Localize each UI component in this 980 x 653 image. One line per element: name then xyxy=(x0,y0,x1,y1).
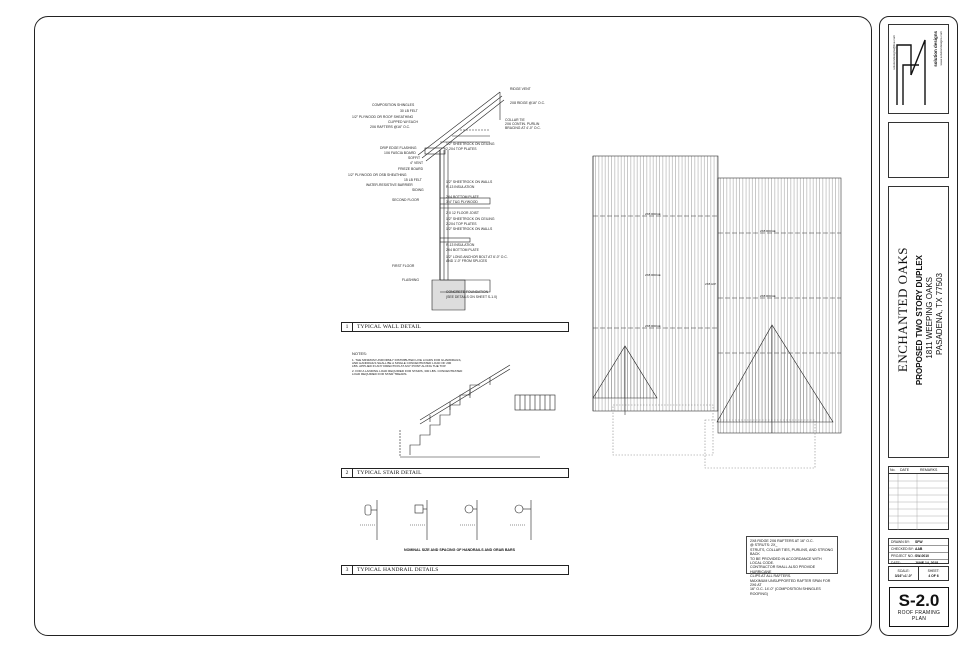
stair-detail-drawing xyxy=(399,364,556,458)
svg-text:WATER-RESISTIVE BARRIER: WATER-RESISTIVE BARRIER xyxy=(366,183,413,187)
svg-text:RIDGE VENT: RIDGE VENT xyxy=(510,87,531,91)
svg-text:4" VENT: 4" VENT xyxy=(410,161,423,165)
sheet-count: 4 OF 6 xyxy=(928,574,939,578)
project-address: 1811 WEEPING OAKS xyxy=(925,277,934,359)
drawing-info: DRAWN BY: SFW CHECKED BY: AAB PROJECT NO… xyxy=(888,538,949,565)
project-name: ENCHANTED OAKS xyxy=(895,247,910,373)
svg-text:COLLAR TIE: COLLAR TIE xyxy=(505,118,525,122)
project-number: SW-0010 xyxy=(915,554,930,558)
svg-text:R-13 INSULATION: R-13 INSULATION xyxy=(446,243,475,247)
stair-notes: NOTES: 1. THE MINIMUM UNIFORMLY DISTRIBU… xyxy=(352,351,463,376)
revisions-grid xyxy=(889,474,948,530)
revisions-table: No. DATE REMARKS xyxy=(888,466,949,530)
svg-text:2X4 BOTTOM PLATE: 2X4 BOTTOM PLATE xyxy=(446,195,480,199)
drawing-frame xyxy=(34,16,872,636)
svg-text:1/2" SHEETROCK ON CEILING: 1/2" SHEETROCK ON CEILING xyxy=(446,142,495,146)
scale-sheet-block: SCALE: 3/16"=1'-0" SHEET: 4 OF 6 xyxy=(888,566,949,581)
svg-text:1/2" PLYWOOD OR OSB SHEATHING: 1/2" PLYWOOD OR OSB SHEATHING xyxy=(348,173,407,177)
logo-block: solution designs www.solutiondesigns.com… xyxy=(888,24,949,114)
sheet-number: S-2.0 xyxy=(898,591,940,610)
drawing-scale: 3/16"=1'-0" xyxy=(894,574,913,578)
svg-text:2-2X4 TOP PLATES: 2-2X4 TOP PLATES xyxy=(446,222,477,226)
wall-detail-drawing: COMPOSITION SHINGLES 30 LB FELT 1/2" PLY… xyxy=(348,87,545,311)
roof-label-ridge-1: 2X8 RIDGE xyxy=(645,212,661,216)
project-description: PROPOSED TWO STORY DUPLEX xyxy=(915,255,924,386)
detail-title-wall: 1 TYPICAL WALL DETAIL xyxy=(341,322,569,332)
svg-text:3/4" T&G PLYWOOD: 3/4" T&G PLYWOOD xyxy=(446,200,478,204)
svg-text:2-2X4 TOP PLATES: 2-2X4 TOP PLATES xyxy=(446,147,477,151)
roof-label-ridge-4: 2X8 RIDGE xyxy=(760,229,776,233)
title-block-frame xyxy=(879,16,958,636)
svg-text:1/2" PLYWOOD OR ROOF SHEATHING: 1/2" PLYWOOD OR ROOF SHEATHING xyxy=(352,115,414,119)
revisions-col-no: No. xyxy=(890,468,896,472)
svg-text:R-13 INSULATION: R-13 INSULATION xyxy=(446,185,475,189)
svg-text:FRIEZE BOARD: FRIEZE BOARD xyxy=(398,167,424,171)
svg-text:1/2" LONG ANCHOR BOLT AT 6'-0": 1/2" LONG ANCHOR BOLT AT 6'-0" O.C. xyxy=(446,255,508,259)
svg-text:CONCRETE FOUNDATION: CONCRETE FOUNDATION xyxy=(446,290,489,294)
svg-text:SOFFIT: SOFFIT xyxy=(408,156,420,160)
logo-website: www.solutiondesigns.com xyxy=(939,31,943,66)
drawing-date: JUNE 14, 2018 xyxy=(915,561,939,565)
roof-label-hip: 2X8 HIP xyxy=(705,282,716,286)
svg-text:1X6 FASCIA BOARD: 1X6 FASCIA BOARD xyxy=(384,151,416,155)
svg-text:(SEE DETAILS ON SHEET S-1.0): (SEE DETAILS ON SHEET S-1.0) xyxy=(446,295,497,299)
svg-text:15 LB FELT: 15 LB FELT xyxy=(404,178,422,182)
logo-text: solution designs xyxy=(933,31,938,67)
project-title-block: ENCHANTED OAKS PROPOSED TWO STORY DUPLEX… xyxy=(888,186,949,458)
svg-text:BRACING AT 4'-0" O.C.: BRACING AT 4'-0" O.C. xyxy=(505,126,541,130)
svg-text:2X6 RAFTERS @16" O.C.: 2X6 RAFTERS @16" O.C. xyxy=(370,125,410,129)
drawn-by: SFW xyxy=(915,540,923,544)
roof-notes: 2X8 RIDGE 2X6 RAFTERS AT 16" O.C. @ STRU… xyxy=(746,536,838,596)
sheet-name: ROOF FRAMING PLAN xyxy=(897,610,941,622)
svg-text:30 LB FELT: 30 LB FELT xyxy=(400,109,418,113)
svg-text:DRIP EDGE FLASHING: DRIP EDGE FLASHING xyxy=(380,146,417,150)
sheet-number-block: S-2.0 ROOF FRAMING PLAN xyxy=(889,587,949,627)
company-logo xyxy=(896,39,926,105)
svg-text:2X6 CONTIN. PURLIN: 2X6 CONTIN. PURLIN xyxy=(505,122,540,126)
logo-email: solutiondesigns@live.com xyxy=(892,35,896,70)
svg-text:1/2" SHEETROCK ON WALLS: 1/2" SHEETROCK ON WALLS xyxy=(446,227,493,231)
roof-label-ridge-3: 2X8 RIDGE xyxy=(645,324,661,328)
revisions-col-date: DATE xyxy=(900,468,910,472)
svg-text:2X8 RIDGE @16" O.C.: 2X8 RIDGE @16" O.C. xyxy=(510,101,545,105)
svg-text:SIDING: SIDING xyxy=(412,188,424,192)
detail-title-handrail: 3 TYPICAL HANDRAIL DETAILS xyxy=(341,565,569,575)
checked-by: AAB xyxy=(915,547,923,551)
svg-text:AND 1'-0" FROM SPLICES: AND 1'-0" FROM SPLICES xyxy=(446,259,488,263)
roof-label-ridge-5: 2X8 RIDGE xyxy=(760,294,776,298)
roof-framing-plan: 2X8 RIDGE 2X8 RIDGE 2X8 RIDGE 2X8 RIDGE … xyxy=(592,155,842,469)
stamp-box xyxy=(888,122,949,178)
svg-text:FIRST FLOOR: FIRST FLOOR xyxy=(392,264,415,268)
detail-title-stair: 2 TYPICAL STAIR DETAIL xyxy=(341,468,569,478)
svg-text:SECOND FLOOR: SECOND FLOOR xyxy=(392,198,420,202)
revisions-col-remarks: REMARKS xyxy=(920,468,938,472)
roof-label-ridge-2: 2X8 RIDGE xyxy=(645,273,661,277)
svg-text:COMPOSITION SHINGLES: COMPOSITION SHINGLES xyxy=(372,103,415,107)
svg-text:FLASHING: FLASHING xyxy=(402,278,419,282)
svg-text:CLIPPED W/ EACH: CLIPPED W/ EACH xyxy=(388,120,419,124)
svg-text:2X4 BOTTOM PLATE: 2X4 BOTTOM PLATE xyxy=(446,248,480,252)
handrail-caption: NOMINAL SIZE AND SPACING OF HANDRAILS AN… xyxy=(404,548,516,552)
svg-text:1/2" SHEETROCK ON CEILING: 1/2" SHEETROCK ON CEILING xyxy=(446,217,495,221)
handrail-details-drawing xyxy=(360,500,532,540)
svg-text:1/2" SHEETROCK ON WALLS: 1/2" SHEETROCK ON WALLS xyxy=(446,180,493,184)
svg-text:2 X 12 FLOOR JOIST: 2 X 12 FLOOR JOIST xyxy=(446,211,479,215)
project-city: PASADENA, TX 77503 xyxy=(935,273,944,355)
